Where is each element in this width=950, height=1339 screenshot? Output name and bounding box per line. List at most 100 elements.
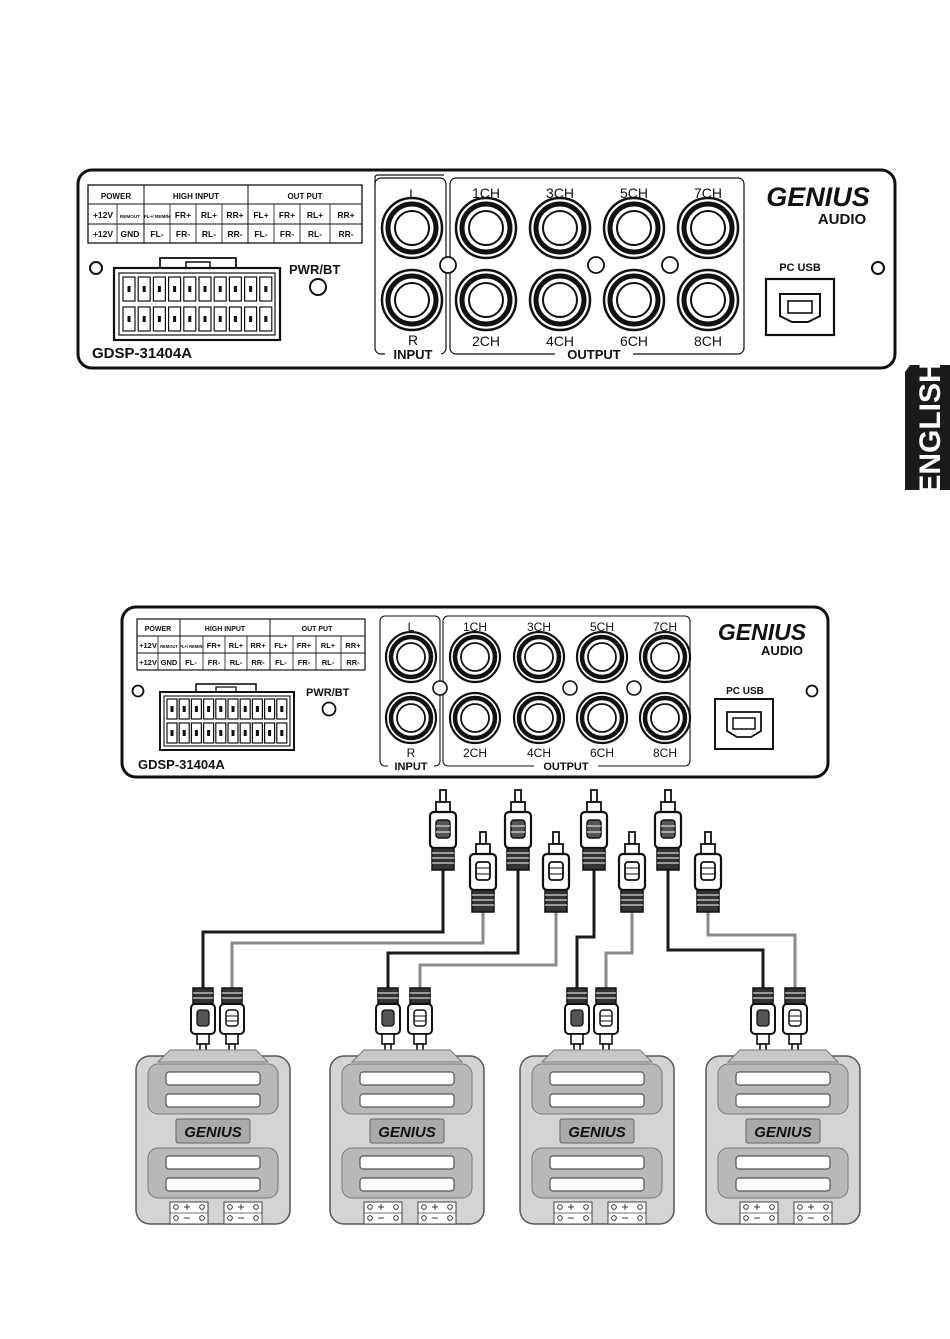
output-jack-icon [514,693,564,743]
output-jack-icon [577,693,627,743]
output-jack-icon [604,270,664,330]
pin-label: FR+ [175,210,191,220]
output-jack-icon [577,632,627,682]
input-label: INPUT [394,347,433,362]
model-label: GDSP-31404A [92,345,192,362]
pin-label: RL+ [201,210,217,220]
usb-label: PC USB [779,262,821,274]
output-label: OUTPUT [567,347,621,362]
rca-plug-icon [503,788,533,872]
input-l-jack-icon [382,198,442,258]
high-input-group-label: HIGH INPUT [173,192,219,201]
amplifier-brand-label: GENIUS [378,1124,436,1141]
pin-label: RR- [338,229,353,239]
harness-connector [159,683,295,751]
speaker-terminal-icon [169,1201,209,1225]
rca-plug-icon [750,987,776,1055]
output-channel-label: 6CH [590,746,614,760]
mount-hole-icon [131,684,145,698]
rca-plug-icon [617,830,647,914]
brand-logo-line2: AUDIO [761,643,803,658]
output-jack-icon [450,632,500,682]
output-channel-label: 2CH [472,333,500,349]
pin-label: RR+ [337,210,354,220]
output-channel-label: 8CH [653,746,677,760]
cables [201,870,797,988]
output-jack-icon [514,632,564,682]
output-group-label: OUT PUT [287,192,322,201]
pin-label: RL- [202,229,216,239]
pin-label: RR- [346,658,360,667]
pin-label: FL- [150,229,163,239]
brand-logo-line1: GENIUS [766,182,870,212]
pin-label: FL- [275,658,287,667]
pin-label: RL- [322,658,335,667]
amplifier: GENIUS [329,1049,485,1225]
pin-label: RR+ [226,210,243,220]
pin-label: RL+ [307,210,323,220]
pin-label: RL- [230,658,243,667]
input-r-label: R [408,332,418,348]
output-channel-label: 2CH [463,746,487,760]
output-channel-label: 7CH [694,185,722,201]
pin-label: FR- [176,229,190,239]
pin-label: +12V [139,641,157,650]
connector-pins [166,698,288,744]
amplifier-brand-label: GENIUS [184,1124,242,1141]
output-jack-icon [678,270,738,330]
speaker-terminal-icon [607,1201,647,1225]
output-channel-label: 7CH [653,620,677,634]
pwr-bt-label: PWR/BT [289,262,340,277]
output-channel-label: 8CH [694,333,722,349]
rca-plug-icon [564,987,590,1055]
output-label: OUTPUT [543,761,589,773]
dsp-plugs [428,788,723,914]
connector-pins [122,276,273,332]
pin-label: GND [121,229,140,239]
speaker-terminal-icon [793,1201,833,1225]
speaker-terminal-icon [417,1201,457,1225]
pin-label: REMOUT [160,644,178,649]
output-channel-label: 5CH [590,620,614,634]
language-tab: ENGLISH [905,361,950,495]
rca-plug-icon [579,788,609,872]
output-jack-icon [456,198,516,258]
speaker-terminal-icon [553,1201,593,1225]
output-group-label: OUT PUT [302,626,333,633]
pin-label: FR+ [297,641,312,650]
pin-label: +12V [93,210,113,220]
rca-plug-icon [375,987,401,1055]
pin-label: RR+ [250,641,266,650]
pwr-bt-label: PWR/BT [306,687,350,699]
output-jack-icon [604,198,664,258]
output-channel-label: 3CH [546,185,574,201]
input-l-label: L [409,186,417,202]
usb-port-icon [764,277,836,337]
language-tab-label: ENGLISH [914,361,947,494]
brand-logo-line1: GENIUS [718,619,807,645]
output-channel-label: 5CH [620,185,648,201]
pin-label: FR- [298,658,311,667]
power-group-label: POWER [145,626,171,633]
rca-plug-icon [219,987,245,1055]
pwr-bt-led-icon [309,278,327,296]
rca-plug-icon [593,987,619,1055]
rca-plug-icon [190,987,216,1055]
amplifier: GENIUS [519,1049,675,1225]
mount-hole-icon [871,261,885,275]
rca-plug-icon [428,788,458,872]
usb-label: PC USB [726,686,764,697]
mount-hole-icon [89,261,103,275]
input-l-jack-icon [386,632,436,682]
amp-plugs [190,987,808,1055]
pin-label: FR+ [207,641,222,650]
